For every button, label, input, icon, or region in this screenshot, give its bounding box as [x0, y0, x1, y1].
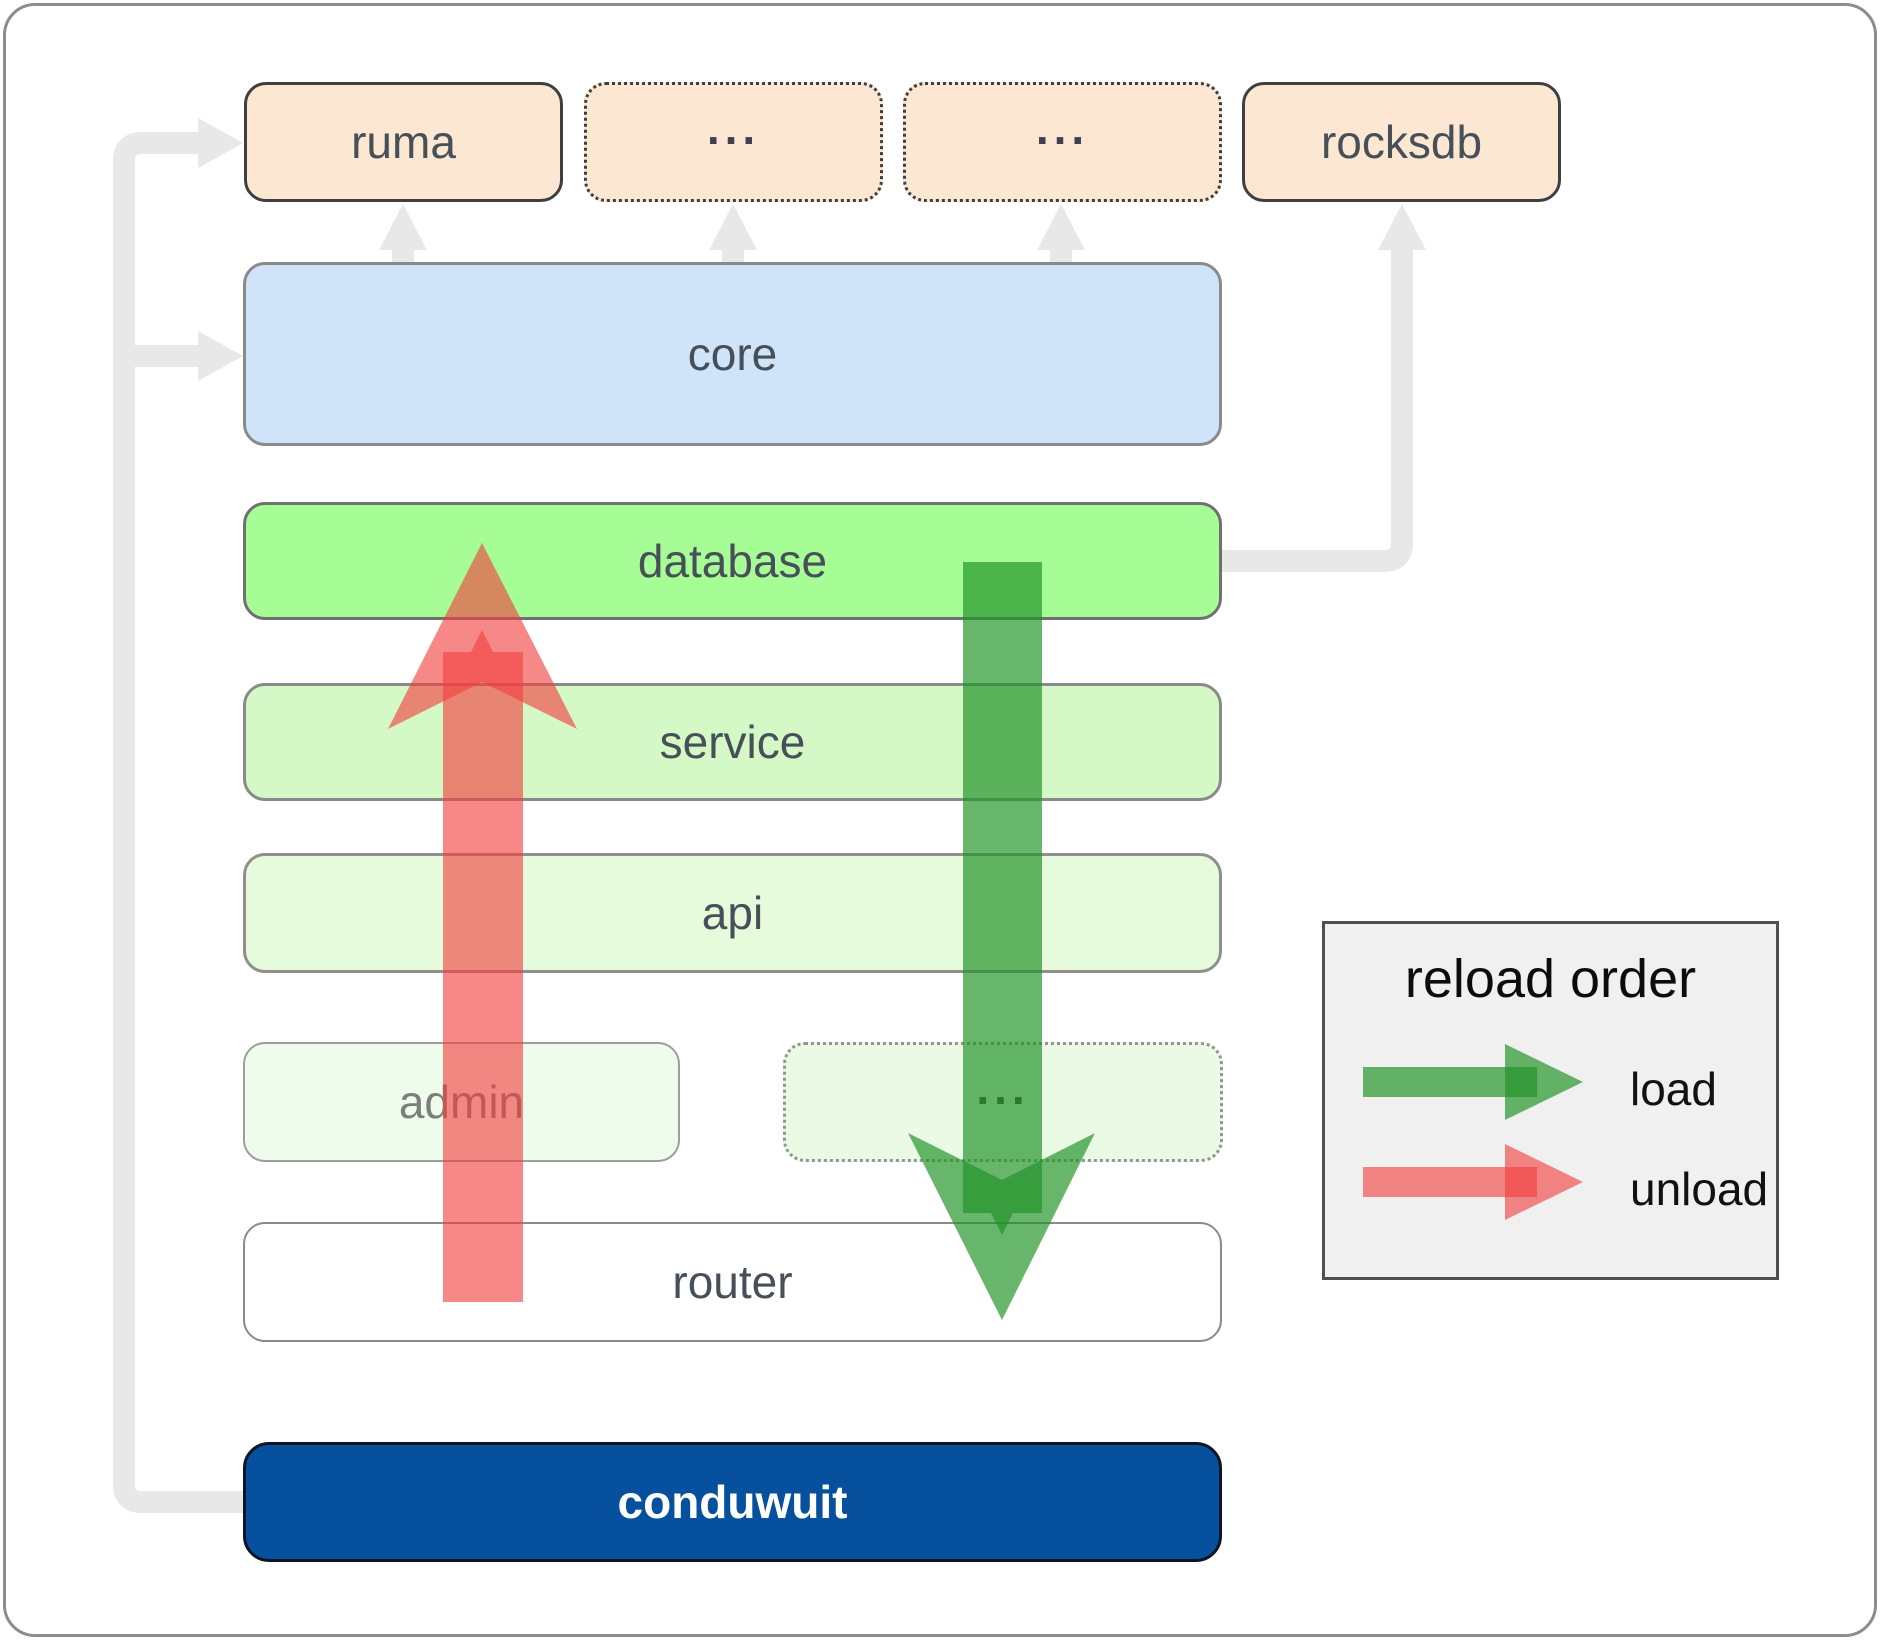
node-database-label: database — [637, 535, 828, 587]
node-rocksdb-label: rocksdb — [1320, 116, 1483, 168]
node-database: database — [243, 502, 1222, 620]
node-more-admin: ... — [783, 1042, 1223, 1162]
node-admin: admin — [243, 1042, 680, 1162]
node-core: core — [243, 262, 1222, 446]
node-more-top-1-label: ... — [706, 102, 761, 154]
node-conduwuit: conduwuit — [243, 1442, 1222, 1562]
node-more-top-1: ... — [584, 82, 883, 202]
legend-unload-label: unload — [1630, 1163, 1769, 1215]
node-router: router — [243, 1222, 1222, 1342]
node-admin-label: admin — [398, 1076, 525, 1128]
node-service: service — [243, 683, 1222, 801]
node-service-label: service — [659, 716, 806, 768]
legend: reload order load unload — [1322, 921, 1779, 1280]
node-ruma: ruma — [244, 82, 563, 202]
node-core-label: core — [687, 328, 778, 380]
outer-frame — [3, 3, 1877, 1637]
node-conduwuit-label: conduwuit — [617, 1476, 848, 1528]
legend-title: reload order — [1404, 949, 1697, 1009]
node-rocksdb: rocksdb — [1242, 82, 1561, 202]
node-more-top-2-label: ... — [1035, 102, 1090, 154]
node-router-label: router — [672, 1256, 793, 1308]
node-more-admin-label: ... — [976, 1062, 1030, 1114]
node-api-label: api — [701, 887, 764, 939]
legend-load-label: load — [1630, 1063, 1717, 1115]
node-more-top-2: ... — [903, 82, 1222, 202]
node-ruma-label: ruma — [351, 116, 456, 168]
node-api: api — [243, 853, 1222, 973]
